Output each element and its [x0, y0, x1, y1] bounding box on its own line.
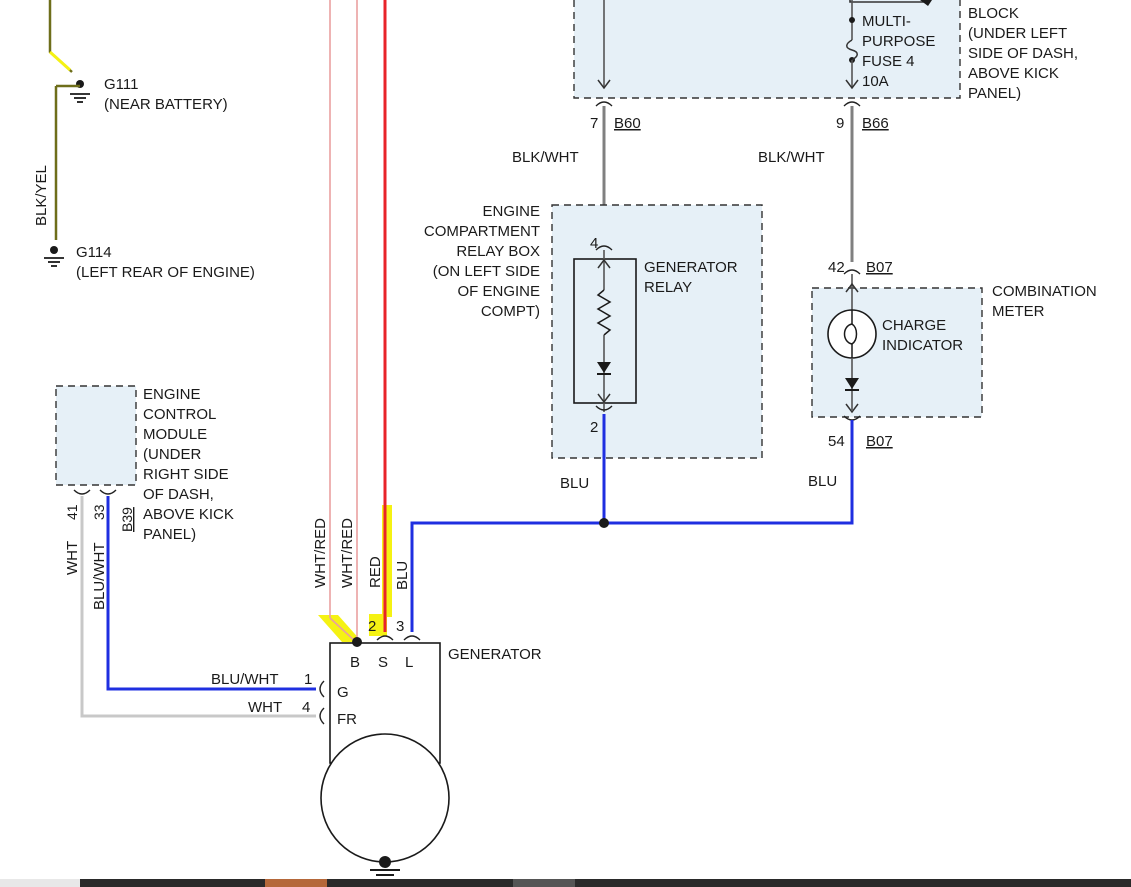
generator-terminal-s: S: [378, 654, 388, 671]
wire-label-wht-red-2: WHT/RED: [339, 518, 356, 588]
generator: 2 3 B S L GENERATOR 1 G 4 FR BLU/WHT WHT: [211, 618, 542, 876]
generator-pin-l: 3: [396, 618, 404, 635]
meter-connector-top: B07: [866, 259, 893, 276]
fuse-block: MULTI- PURPOSE FUSE 4 10A BLOCK (UNDER L…: [573, 0, 1078, 132]
combination-meter: COMBINATION METER 42 B07 CHARGE INDICATO…: [811, 259, 1097, 450]
ecm-label-line5: RIGHT SIDE: [143, 466, 229, 483]
relay-box-label-line6: COMPT): [481, 303, 540, 320]
ground-g111-id: G111: [104, 76, 138, 93]
wire-label-blk-wht-2: BLK/WHT: [758, 149, 825, 166]
wire-label-blk-wht-1: BLK/WHT: [512, 149, 579, 166]
generator-terminal-b-dot: [352, 637, 362, 647]
blu-wire-network: BLU BLU BLU: [394, 414, 854, 632]
relay-box: ENGINE COMPARTMENT RELAY BOX (ON LEFT SI…: [424, 203, 763, 459]
ground-g114-id: G114: [76, 244, 112, 261]
fuse-block-label-line4: ABOVE KICK: [968, 65, 1059, 82]
ground-g114-location: (LEFT REAR OF ENGINE): [76, 264, 255, 281]
wire-label-wht-red-1: WHT/RED: [312, 518, 329, 588]
ground-g114-icon: [44, 246, 64, 267]
fuse-label-line1: MULTI-: [862, 13, 911, 30]
wire-label-wht-ecm: WHT: [64, 541, 81, 575]
wire-label-wht-fr: WHT: [248, 699, 282, 716]
ecm-label-line6: OF DASH,: [143, 486, 214, 503]
fuse-icon: [845, 0, 859, 90]
generator-pin-fr: 4: [302, 699, 310, 716]
fuse-block-label-line2: (UNDER LEFT: [968, 25, 1067, 42]
ecm-label-line4: (UNDER: [143, 446, 201, 463]
combination-meter-label-line1: COMBINATION: [992, 283, 1097, 300]
ecm-label-line2: CONTROL: [143, 406, 216, 423]
wire-label-blu-1: BLU: [560, 475, 589, 492]
blk-wht-wires: BLK/WHT BLK/WHT: [512, 106, 854, 262]
relay-box-label-line5: OF ENGINE: [457, 283, 540, 300]
generator-terminal-b: B: [350, 654, 360, 671]
relay-box-label-line4: (ON LEFT SIDE: [433, 263, 540, 280]
generator-pin-s: 2: [368, 618, 376, 635]
generator-pin-g: 1: [304, 671, 312, 688]
fuse-label-line4: 10A: [862, 73, 889, 90]
fuse-label-line3: FUSE 4: [862, 53, 915, 70]
charge-indicator-lamp-icon: [827, 274, 877, 414]
meter-pin-top: 42: [828, 259, 845, 276]
relay-box-label-line2: COMPARTMENT: [424, 223, 540, 240]
meter-connector-bottom: B07: [866, 433, 893, 450]
fuse-pin-right: 9: [836, 115, 844, 132]
wire-label-blk-yel: BLK/YEL: [33, 165, 50, 226]
wire-label-blu-wht-g: BLU/WHT: [211, 671, 279, 688]
relay-pin-top: 4: [590, 235, 598, 252]
ecm-label-line8: PANEL): [143, 526, 196, 543]
ecm-label-line1: ENGINE: [143, 386, 201, 403]
wire-label-blu-wht-ecm: BLU/WHT: [91, 543, 108, 611]
charge-indicator-label-line2: INDICATOR: [882, 337, 963, 354]
meter-pin-bottom: 54: [828, 433, 845, 450]
fuse-connector-left: B60: [614, 115, 641, 132]
wire-label-red: RED: [367, 556, 384, 588]
fuse-block-label-line5: PANEL): [968, 85, 1021, 102]
generator-terminal-fr: FR: [337, 711, 357, 728]
relay-pin-bottom: 2: [590, 419, 598, 436]
bottom-edge-strip: [0, 879, 1131, 887]
generator-label: GENERATOR: [448, 646, 542, 663]
relay-box-label-line1: ENGINE: [482, 203, 540, 220]
wire-label-blu-gen: BLU: [394, 561, 411, 590]
ecm-pin-41: 41: [64, 504, 80, 520]
ecm-pin-33: 33: [91, 504, 107, 520]
generator-relay-label-line1: GENERATOR: [644, 259, 738, 276]
highlight-marks: [318, 505, 392, 642]
fuse-label-line2: PURPOSE: [862, 33, 935, 50]
ground-g111-location: (NEAR BATTERY): [104, 96, 228, 113]
wire-label-blu-2: BLU: [808, 473, 837, 490]
charge-indicator-label-line1: CHARGE: [882, 317, 946, 334]
ground-g111-icon: [56, 80, 90, 103]
fuse-connector-right: B66: [862, 115, 889, 132]
generator-relay-label-line2: RELAY: [644, 279, 692, 296]
ecm-connector-b39: B39: [119, 507, 135, 532]
relay-box-label-line3: RELAY BOX: [456, 243, 540, 260]
combination-meter-label-line2: METER: [992, 303, 1045, 320]
generator-terminal-l: L: [405, 654, 413, 671]
engine-control-module: ENGINE CONTROL MODULE (UNDER RIGHT SIDE …: [55, 385, 316, 718]
fuse-block-label-line3: SIDE OF DASH,: [968, 45, 1078, 62]
battery-wires: WHT/RED WHT/RED RED: [312, 0, 387, 643]
generator-terminal-g: G: [337, 684, 349, 701]
fuse-pin-left: 7: [590, 115, 598, 132]
ecm-label-line3: MODULE: [143, 426, 207, 443]
fuse-block-label-line1: BLOCK: [968, 5, 1019, 22]
generator-relay-icon: [573, 250, 637, 412]
ground-circuit: BLK/YEL G111 (NEAR BATTERY) G114 (LEFT R…: [33, 0, 255, 281]
ecm-label-line7: ABOVE KICK: [143, 506, 234, 523]
